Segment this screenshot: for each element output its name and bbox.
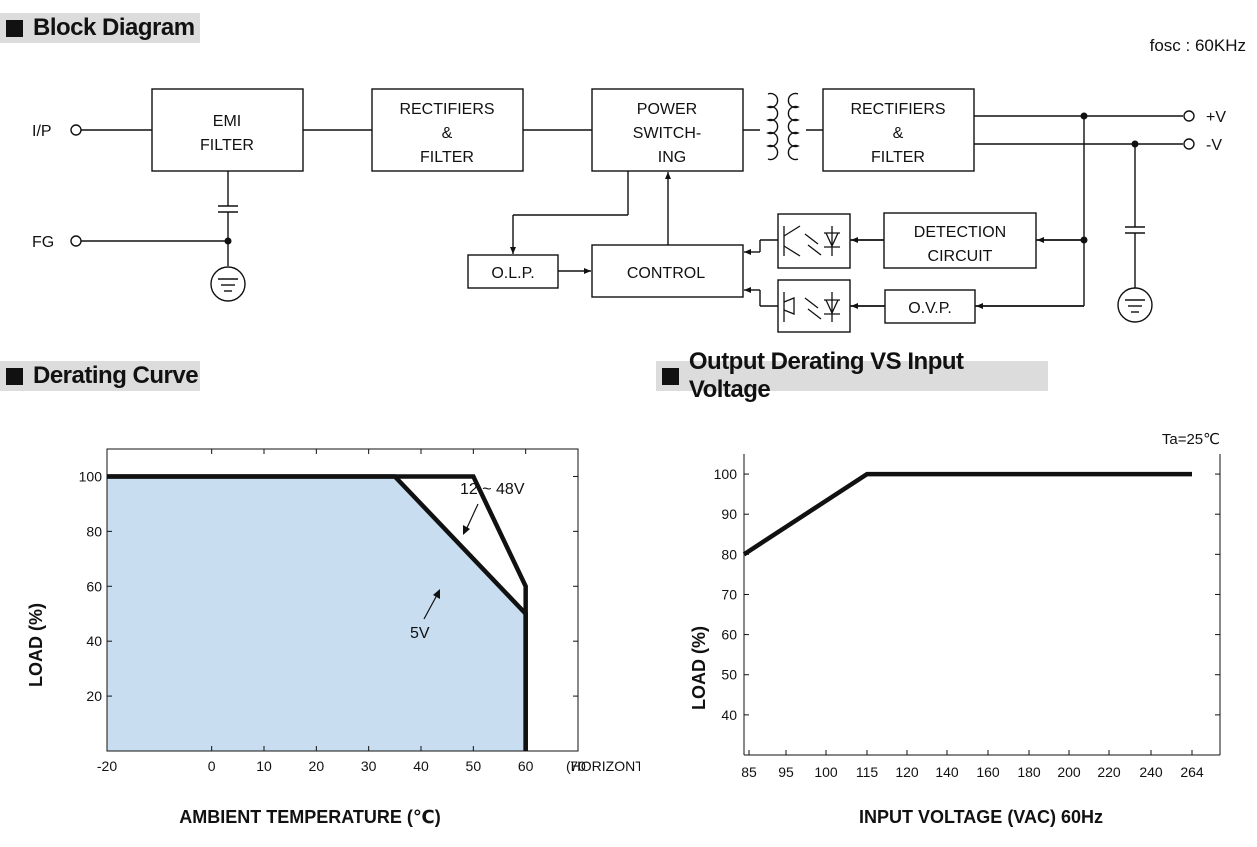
- ovp-label: O.V.P.: [908, 300, 952, 317]
- rect2-label-line3: FILTER: [871, 149, 925, 166]
- junction-dot: [1131, 140, 1139, 148]
- series-label-12-48v: 12 ~ 48V: [460, 481, 525, 498]
- condition-label: Ta=25℃: [1162, 431, 1220, 448]
- photocoupler-lower-symbol: [783, 292, 840, 322]
- ground-icon: [1117, 287, 1153, 323]
- x-tick-label: 264: [1180, 764, 1204, 780]
- pointer-line: [465, 503, 479, 531]
- x-tick-label: 50: [466, 758, 482, 774]
- power-label-line3: ING: [658, 149, 686, 166]
- block-diagram: I/P FG +V -V EMI FILTER RECTIFIERS & FIL…: [32, 88, 1226, 333]
- y-tick-label: 100: [714, 466, 738, 482]
- x-tick-label: 20: [309, 758, 325, 774]
- x-tick-label: 240: [1139, 764, 1163, 780]
- emi-label-line1: EMI: [213, 113, 241, 130]
- y-tick-label: 80: [721, 546, 737, 562]
- neg-output-label: -V: [1206, 137, 1222, 154]
- junction-dot: [224, 237, 232, 245]
- x-tick-label: 95: [778, 764, 794, 780]
- control-label: CONTROL: [627, 265, 705, 282]
- terminal-icon: [70, 124, 82, 136]
- heading-square-icon: [6, 367, 23, 385]
- heading-square-icon: [662, 367, 679, 385]
- emi-filter-block: [151, 88, 304, 172]
- power-label-line1: POWER: [637, 101, 697, 118]
- rect2-label-line1: RECTIFIERS: [850, 101, 945, 118]
- pointer-line: [423, 594, 438, 620]
- olp-label: O.L.P.: [491, 265, 534, 282]
- derating-curve-title: Derating Curve: [33, 362, 199, 389]
- junction-dot: [1080, 236, 1088, 244]
- pointer-arrowhead: [463, 525, 470, 535]
- x-tick-label: 120: [895, 764, 919, 780]
- y-tick-label: 20: [86, 688, 102, 704]
- series-label-5v: 5V: [410, 625, 430, 642]
- plot-frame: [106, 448, 579, 752]
- photocoupler-upper: [777, 213, 851, 269]
- input-derating-title: Output Derating VS Input Voltage: [688, 348, 964, 403]
- emi-label-line2: FILTER: [200, 137, 254, 154]
- fg-label: FG: [32, 234, 54, 251]
- y-tick-label: 70: [721, 586, 737, 602]
- x-tick-label: 0: [208, 758, 216, 774]
- terminal-icon: [70, 235, 82, 247]
- y-tick-label: 40: [721, 707, 737, 723]
- rect2-label-line2: &: [893, 125, 904, 142]
- photocoupler-lower: [777, 279, 851, 333]
- detection-label-line1: DETECTION: [914, 224, 1006, 241]
- photocoupler-upper-symbol: [783, 225, 840, 257]
- input-derating-chart: Ta=25℃ 40 50 60 70 80 90 100 85 95 100 115 120 140 160…: [689, 431, 1221, 827]
- y-axis-title: LOAD (%): [689, 626, 709, 710]
- y-tick-label: 40: [86, 633, 102, 649]
- ip-label: I/P: [32, 123, 52, 140]
- series-line-load: [742, 471, 1192, 557]
- fosc-label: fosc : 60KHz: [1149, 36, 1246, 55]
- x-tick-label: 10: [256, 758, 272, 774]
- rect1-label-line1: RECTIFIERS: [399, 101, 494, 118]
- derating-curve-heading: Derating Curve: [0, 361, 200, 391]
- y-tick-label: 60: [721, 627, 737, 643]
- y-tick-label: 80: [86, 523, 102, 539]
- input-derating-heading: Output Derating VS Input Voltage: [656, 348, 1048, 403]
- block-diagram-heading: Block Diagram: [0, 13, 200, 43]
- terminal-icon: [1183, 110, 1195, 122]
- y-tick-label: 90: [721, 506, 737, 522]
- y-tick-label: 60: [86, 578, 102, 594]
- x-tick-label: 180: [1017, 764, 1041, 780]
- x-tick-label: 160: [976, 764, 1000, 780]
- pointer-arrowhead: [433, 589, 440, 599]
- derating-curve-chart: -20 0 10 20 30 40 50 60 70(HORIZONTAL) 20 40 60 80 10…: [26, 448, 640, 827]
- x-tick-label: 60: [518, 758, 534, 774]
- x-tick-label: 115: [856, 764, 879, 780]
- x-axis-suffix: (HORIZONTAL): [566, 758, 640, 774]
- power-label-line2: SWITCH-: [633, 125, 701, 142]
- heading-square-icon: [6, 19, 23, 37]
- rect1-label-line2: &: [442, 125, 453, 142]
- x-tick-label: 100: [814, 764, 838, 780]
- x-tick-label: 85: [741, 764, 757, 780]
- x-axis-title: AMBIENT TEMPERATURE (℃): [179, 807, 440, 827]
- x-tick-label: 200: [1057, 764, 1081, 780]
- terminal-icon: [1183, 138, 1195, 150]
- derating-fill-area: [107, 476, 526, 751]
- y-tick-label: 50: [721, 667, 737, 683]
- series-line-5v: [107, 474, 528, 751]
- ground-icon: [210, 266, 246, 302]
- x-tick-label: 140: [935, 764, 959, 780]
- y-axis-title: LOAD (%): [26, 603, 46, 687]
- x-axis-title: INPUT VOLTAGE (VAC) 60Hz: [859, 807, 1103, 827]
- pos-output-label: +V: [1206, 109, 1226, 126]
- x-tick-label: 70: [570, 758, 586, 774]
- detection-label-line2: CIRCUIT: [928, 248, 993, 265]
- y-tick-label: 100: [79, 468, 103, 484]
- x-tick-label: 30: [361, 758, 377, 774]
- x-tick-label: -20: [97, 758, 117, 774]
- x-tick-label: 40: [413, 758, 429, 774]
- x-tick-label: 220: [1097, 764, 1121, 780]
- rect1-label-line3: FILTER: [420, 149, 474, 166]
- block-diagram-title: Block Diagram: [33, 14, 195, 41]
- junction-dot: [1080, 112, 1088, 120]
